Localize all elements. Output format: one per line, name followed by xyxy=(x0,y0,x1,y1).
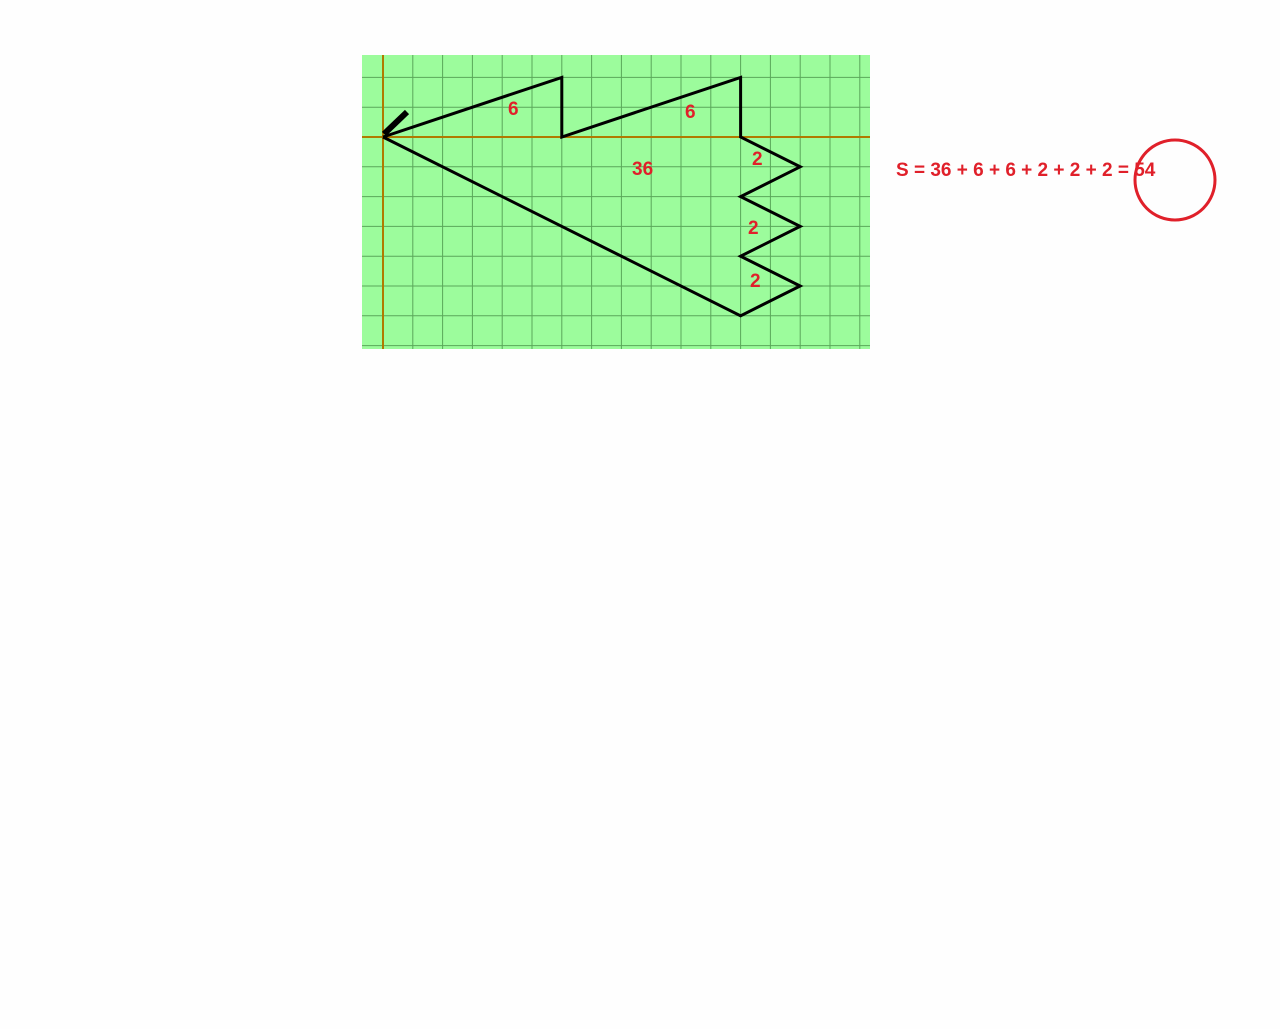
area-label-big-triangle: 36 xyxy=(632,159,653,180)
area-formula: S = 36 + 6 + 6 + 2 + 2 + 2 = 54 xyxy=(896,160,1156,181)
axes xyxy=(362,55,870,349)
figure-outline xyxy=(382,75,804,318)
area-label-right-triangle: 6 xyxy=(685,102,696,123)
area-label-notch-3: 2 xyxy=(750,271,761,292)
answer-circle xyxy=(1133,138,1217,222)
grid-background xyxy=(362,55,870,349)
area-label-left-triangle: 6 xyxy=(508,99,519,120)
area-label-notch-1: 2 xyxy=(752,149,763,170)
pen-cursor-mark xyxy=(381,109,410,137)
area-label-notch-2: 2 xyxy=(748,218,759,239)
